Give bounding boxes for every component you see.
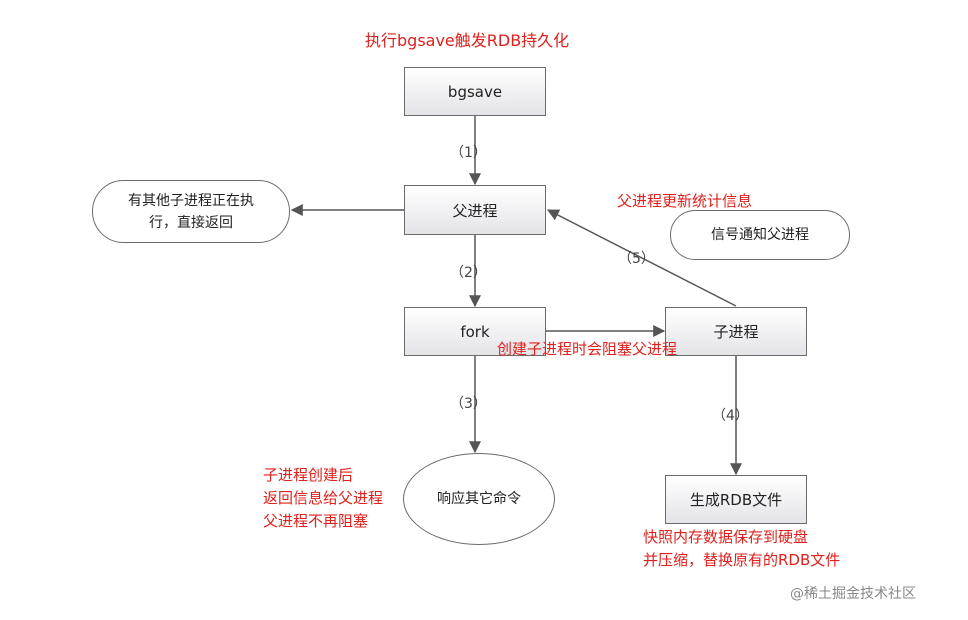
arrow-child-to-parent bbox=[546, 209, 737, 307]
annotation-update-stats: 父进程更新统计信息 bbox=[617, 192, 753, 210]
parent-process-label: 父进程 bbox=[452, 201, 498, 220]
bgsave-node: bgsave bbox=[404, 67, 546, 116]
rdb-file-label: 生成RDB文件 bbox=[689, 491, 783, 509]
step-4-label: （4） bbox=[712, 408, 749, 424]
step-5-label: （5） bbox=[618, 251, 655, 267]
child-process-label: 子进程 bbox=[713, 323, 759, 341]
parent-process-node: 父进程 bbox=[404, 185, 546, 235]
annotation-snapshot-2: 并压缩，替换原有的RDB文件 bbox=[643, 551, 841, 569]
annotation-after-create-2: 返回信息给父进程 bbox=[263, 489, 384, 507]
respond-commands-node: 响应其它命令 bbox=[403, 453, 555, 545]
annotation-after-create-3: 父进程不再阻塞 bbox=[263, 512, 369, 530]
diagram-title: 执行bgsave触发RDB持久化 bbox=[365, 31, 570, 50]
rdb-file-node: 生成RDB文件 bbox=[665, 475, 807, 524]
annotation-snapshot-1: 快照内存数据保存到硬盘 bbox=[643, 528, 809, 546]
step-2-label: （2） bbox=[450, 265, 487, 281]
fork-node: fork bbox=[404, 307, 546, 356]
bgsave-label: bgsave bbox=[447, 82, 503, 101]
annotation-after-create-1: 子进程创建后 bbox=[263, 466, 354, 484]
respond-commands-label: 响应其它命令 bbox=[437, 491, 521, 507]
signal-parent-label: 信号通知父进程 bbox=[711, 227, 809, 243]
other-child-running-line1: 有其他子进程正在执 bbox=[128, 192, 254, 209]
other-child-running-node: 有其他子进程正在执 行，直接返回 bbox=[92, 180, 290, 243]
fork-label: fork bbox=[460, 322, 490, 341]
step-1-label: （1） bbox=[450, 145, 487, 161]
other-child-running-line2: 行，直接返回 bbox=[149, 214, 233, 231]
signal-parent-node: 信号通知父进程 bbox=[670, 210, 850, 260]
step-3-label: （3） bbox=[450, 396, 487, 412]
annotation-fork-blocks: 创建子进程时会阻塞父进程 bbox=[497, 340, 678, 358]
watermark: @稀土掘金技术社区 bbox=[790, 586, 916, 602]
child-process-node: 子进程 bbox=[665, 307, 807, 356]
